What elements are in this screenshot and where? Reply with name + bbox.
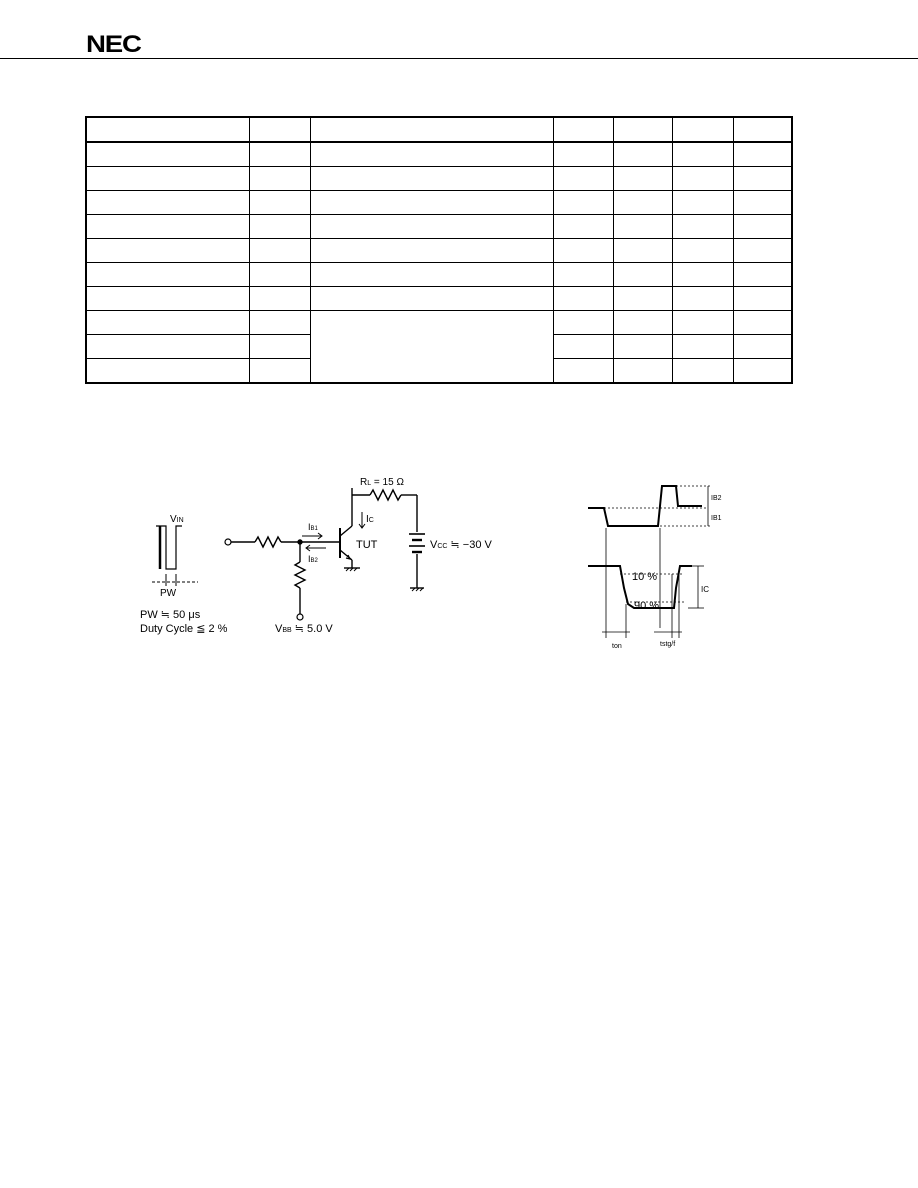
table-row <box>85 262 793 287</box>
vcc-label: VCC ≒ −30 V <box>430 539 493 551</box>
table-row <box>85 310 793 384</box>
characteristics-table <box>85 116 793 384</box>
tstg-label: tstg/f <box>660 641 675 648</box>
input-terminal <box>224 538 232 546</box>
header-cell <box>85 116 250 143</box>
table-row <box>85 214 793 239</box>
vin-label: VIN <box>170 514 184 525</box>
header-cell <box>732 116 793 143</box>
tut-label: TUT <box>356 539 378 551</box>
ninety-percent-label: 90 % <box>634 600 659 612</box>
table-row <box>85 286 793 311</box>
ib2-label: IB2 <box>308 554 319 564</box>
table-row <box>85 166 793 191</box>
rl-label: RL = 15 Ω <box>360 477 404 488</box>
header-cell <box>248 116 311 143</box>
header-cell <box>552 116 614 143</box>
vbb-terminal <box>296 613 304 621</box>
base-current-waveform <box>588 485 702 527</box>
ib2-label: IB2 <box>711 495 722 502</box>
pw-label: PW <box>160 588 177 599</box>
vbb-label: VBB ≒ 5.0 V <box>275 623 333 635</box>
pw-note: PW ≒ 50 μs <box>140 609 201 621</box>
table-row <box>85 358 793 384</box>
ic-label: IC <box>701 585 709 594</box>
base-resistor <box>254 535 282 549</box>
table-header-row <box>85 116 793 143</box>
ton-label: ton <box>612 643 622 650</box>
merged-condition-cell <box>309 310 554 384</box>
header-cell <box>671 116 734 143</box>
duty-note: Duty Cycle ≦ 2 % <box>140 623 228 635</box>
table-row <box>85 141 793 167</box>
table-row <box>85 238 793 263</box>
bias-resistor <box>293 561 307 589</box>
test-circuit-diagram: VIN PW PW ≒ 50 μs Duty Cycle ≦ 2 % RL = … <box>140 477 493 635</box>
ic-label: IC <box>366 514 374 525</box>
ten-percent-label: 10 % <box>632 571 657 583</box>
switching-waveform-diagram: IB2 IB1 10 % 90 % IC ton tstg/f <box>588 485 722 650</box>
ib1-label: IB1 <box>308 522 319 532</box>
header-rule <box>0 58 918 59</box>
ib1-label: IB1 <box>711 515 722 522</box>
table-row <box>85 334 793 359</box>
header-cell <box>309 116 554 143</box>
header-cell <box>612 116 673 143</box>
collector-current-waveform <box>588 565 692 609</box>
table-row <box>85 190 793 215</box>
load-resistor <box>369 488 402 502</box>
input-pulse-shape <box>156 525 182 570</box>
nec-logo: NEC <box>86 31 142 58</box>
